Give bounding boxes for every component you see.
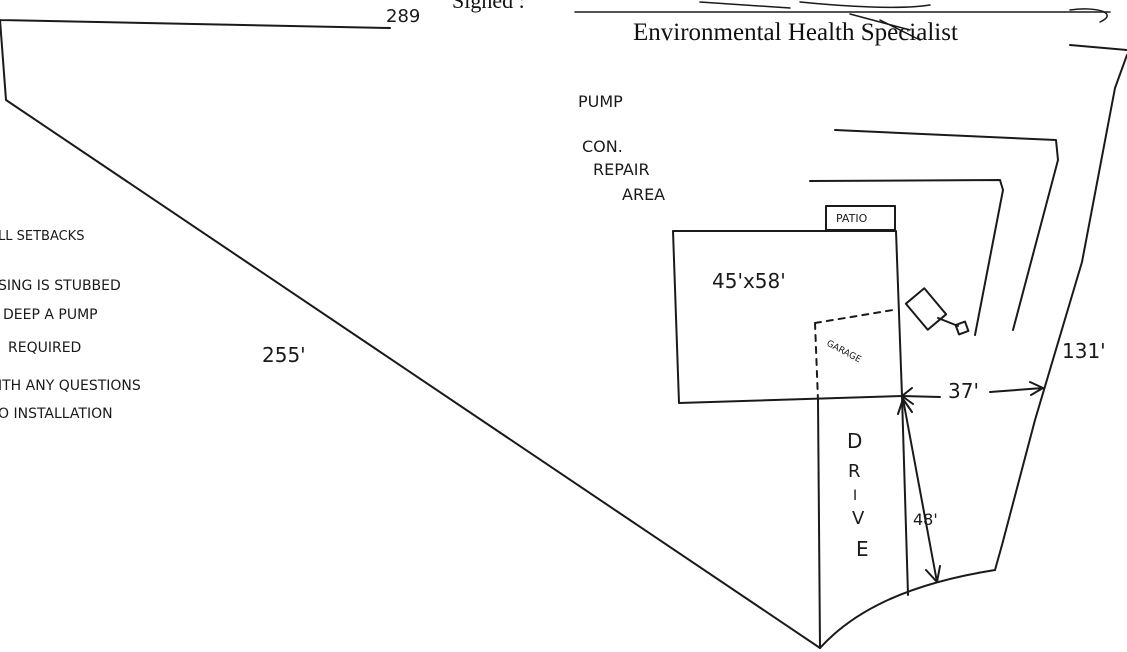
pump-label-line: CON. (582, 137, 623, 156)
repair-area-line-inner (809, 179, 1004, 336)
drive-letter: R (848, 461, 861, 482)
drive-letter: E (856, 537, 869, 561)
note-line: DEEP A PUMP (3, 307, 98, 323)
drive-dimension-label: 48' (913, 510, 938, 529)
signed-label: Signed : (452, 0, 525, 13)
page-title: Environmental Health Specialist (633, 19, 958, 46)
driveway-outline (817, 395, 909, 649)
setback-dimension-label: 37' (948, 379, 979, 403)
pump-label-line: AREA (622, 185, 665, 204)
drive-letter: D (847, 429, 862, 453)
top-dimension-label: 289 (386, 6, 420, 27)
property-boundary (0, 19, 1127, 649)
garage-outline (814, 309, 894, 401)
cul-de-sac-arc (819, 569, 996, 649)
signature-scribble (699, 1, 1108, 41)
pump-label-line: REPAIR (593, 160, 650, 179)
septic-tank-icon (904, 287, 970, 336)
repair-area-line-outer (834, 129, 1059, 331)
drive-dimension-arrow (897, 398, 941, 583)
house-dimension-label: 45'x58' (712, 269, 786, 293)
notes-block: LL SETBACKS SING IS STUBBED DEEP A PUMP … (0, 229, 141, 422)
driveway-label: D R I V E (847, 429, 869, 561)
note-line: O INSTALLATION (0, 406, 113, 422)
right-dimension-label: 131' (1062, 339, 1106, 363)
garage-label: GARAGE (825, 339, 863, 366)
note-line: ITH ANY QUESTIONS (0, 378, 141, 394)
drive-letter: V (852, 508, 865, 529)
left-dimension-label: 255' (262, 343, 306, 367)
patio-label: PATIO (836, 212, 868, 225)
house-outline (672, 230, 903, 404)
setback-dimension-arrow (901, 381, 1044, 405)
pump-repair-area-label: PUMP CON. REPAIR AREA (578, 92, 665, 204)
note-line: SING IS STUBBED (0, 278, 121, 294)
note-line: REQUIRED (8, 340, 81, 356)
drive-letter: I (853, 488, 857, 504)
note-line: LL SETBACKS (0, 229, 84, 244)
pump-label-line: PUMP (578, 92, 623, 111)
